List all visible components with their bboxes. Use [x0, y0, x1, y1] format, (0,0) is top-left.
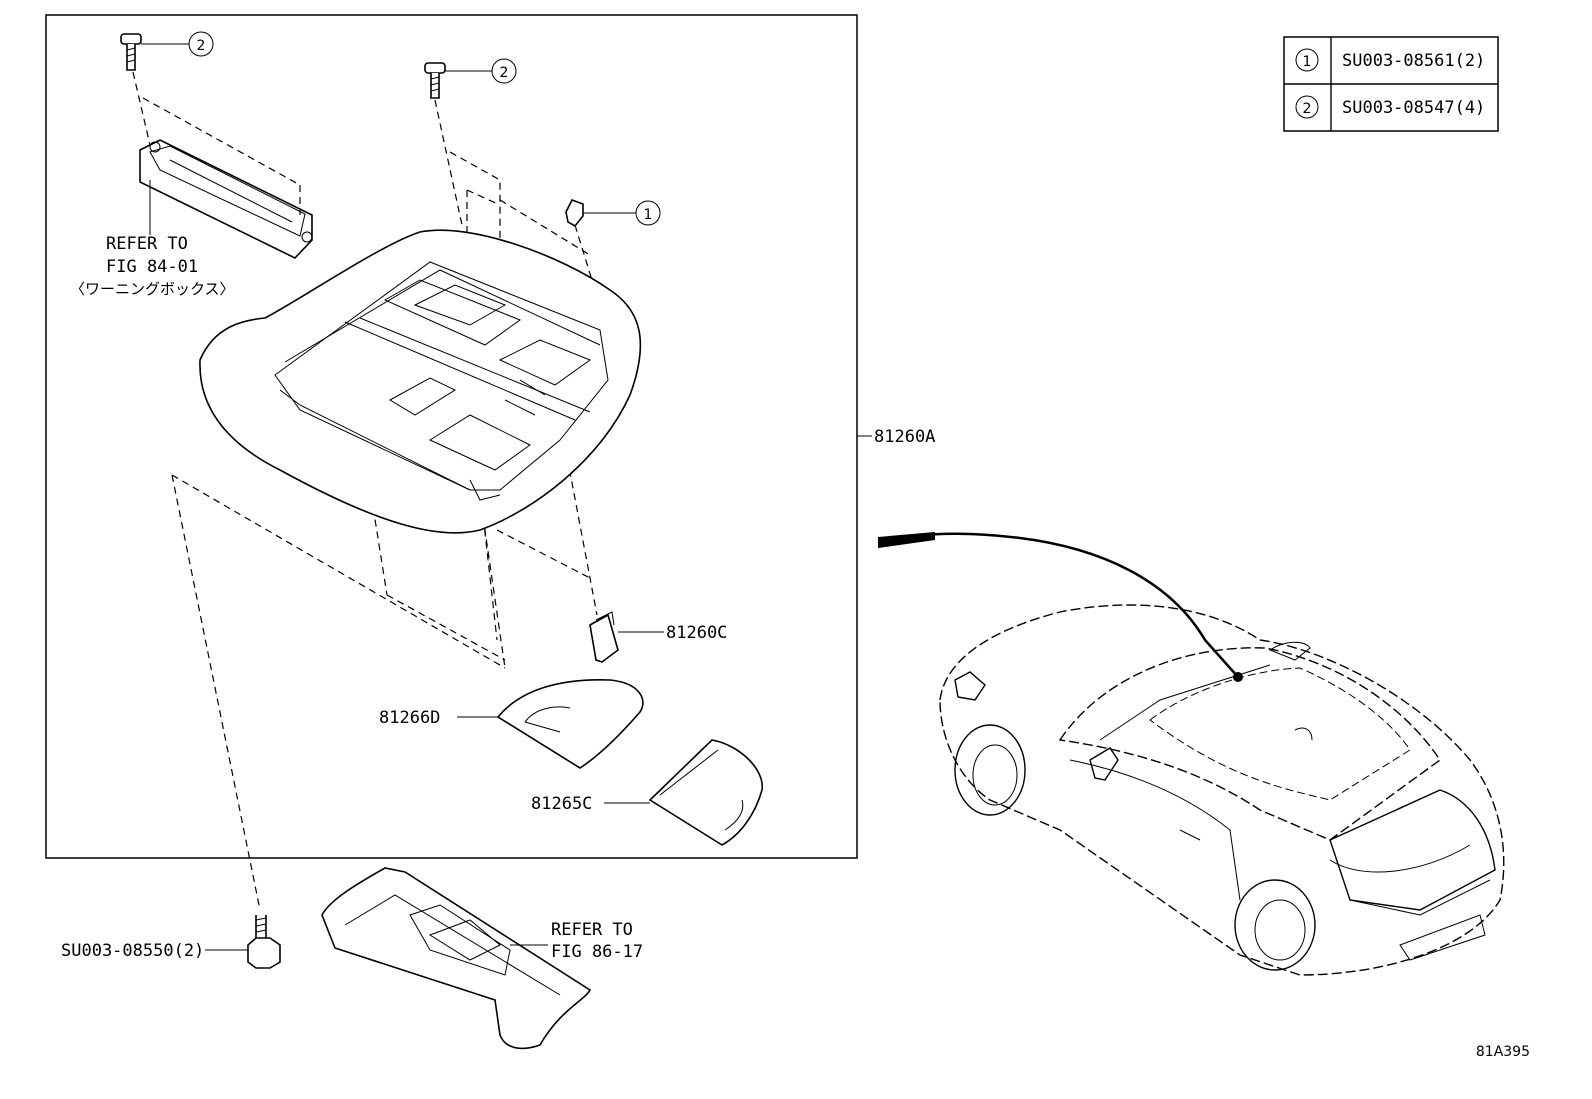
vehicle-illustration	[877, 532, 1505, 976]
location-leader	[877, 532, 1239, 678]
lower-console-trim	[321, 867, 592, 1050]
console-ref-line2: FIG 86-17	[551, 942, 643, 962]
bolt	[205, 915, 281, 969]
part-label-81265C: 81265C	[531, 794, 592, 814]
clip: 1	[565, 199, 661, 228]
front-wheel	[954, 724, 1026, 816]
console-ref-line1: REFER TO	[551, 920, 633, 940]
diagram-id: 81A395	[1476, 1044, 1530, 1060]
overhead-console-housing	[199, 229, 642, 534]
legend-circle-1	[1295, 48, 1319, 72]
legend-circle-2	[1295, 95, 1319, 119]
warning-box-ref-line2: FIG 84-01	[106, 257, 198, 277]
legend-num-1: 1	[1303, 54, 1312, 70]
warning-box-ref-line1: REFER TO	[106, 234, 188, 254]
fastener-legend-table: 1 SU003-08561(2) 2 SU003-08547(4)	[1283, 36, 1499, 132]
part-label-81266D: 81266D	[379, 708, 440, 728]
callout-circle-screw-left	[188, 31, 214, 57]
screw-left: 2	[120, 31, 214, 71]
bulb	[589, 611, 664, 663]
callout-screw-middle: 2	[500, 65, 509, 81]
part-label-81260A: 81260A	[874, 427, 935, 447]
callout-circle-screw-middle	[491, 58, 517, 84]
legend-num-2: 2	[1303, 101, 1312, 117]
part-label-bolt: SU003-08550(2)	[61, 941, 204, 961]
screw-middle: 2	[424, 58, 517, 99]
warning-box-ref-line3: 〈ワーニングボックス〉	[70, 280, 235, 298]
callout-circle-clip	[635, 200, 661, 226]
legend-code-2: SU003-08547(4)	[1342, 98, 1485, 118]
lens-81266D	[457, 678, 644, 769]
callout-screw-left: 2	[197, 38, 206, 54]
part-label-81260C: 81260C	[666, 623, 727, 643]
legend-code-1: SU003-08561(2)	[1342, 51, 1485, 71]
warning-box-bracket	[139, 139, 313, 259]
lens-81265C	[604, 739, 763, 846]
rear-wheel	[1234, 879, 1316, 971]
callout-clip: 1	[644, 207, 653, 223]
